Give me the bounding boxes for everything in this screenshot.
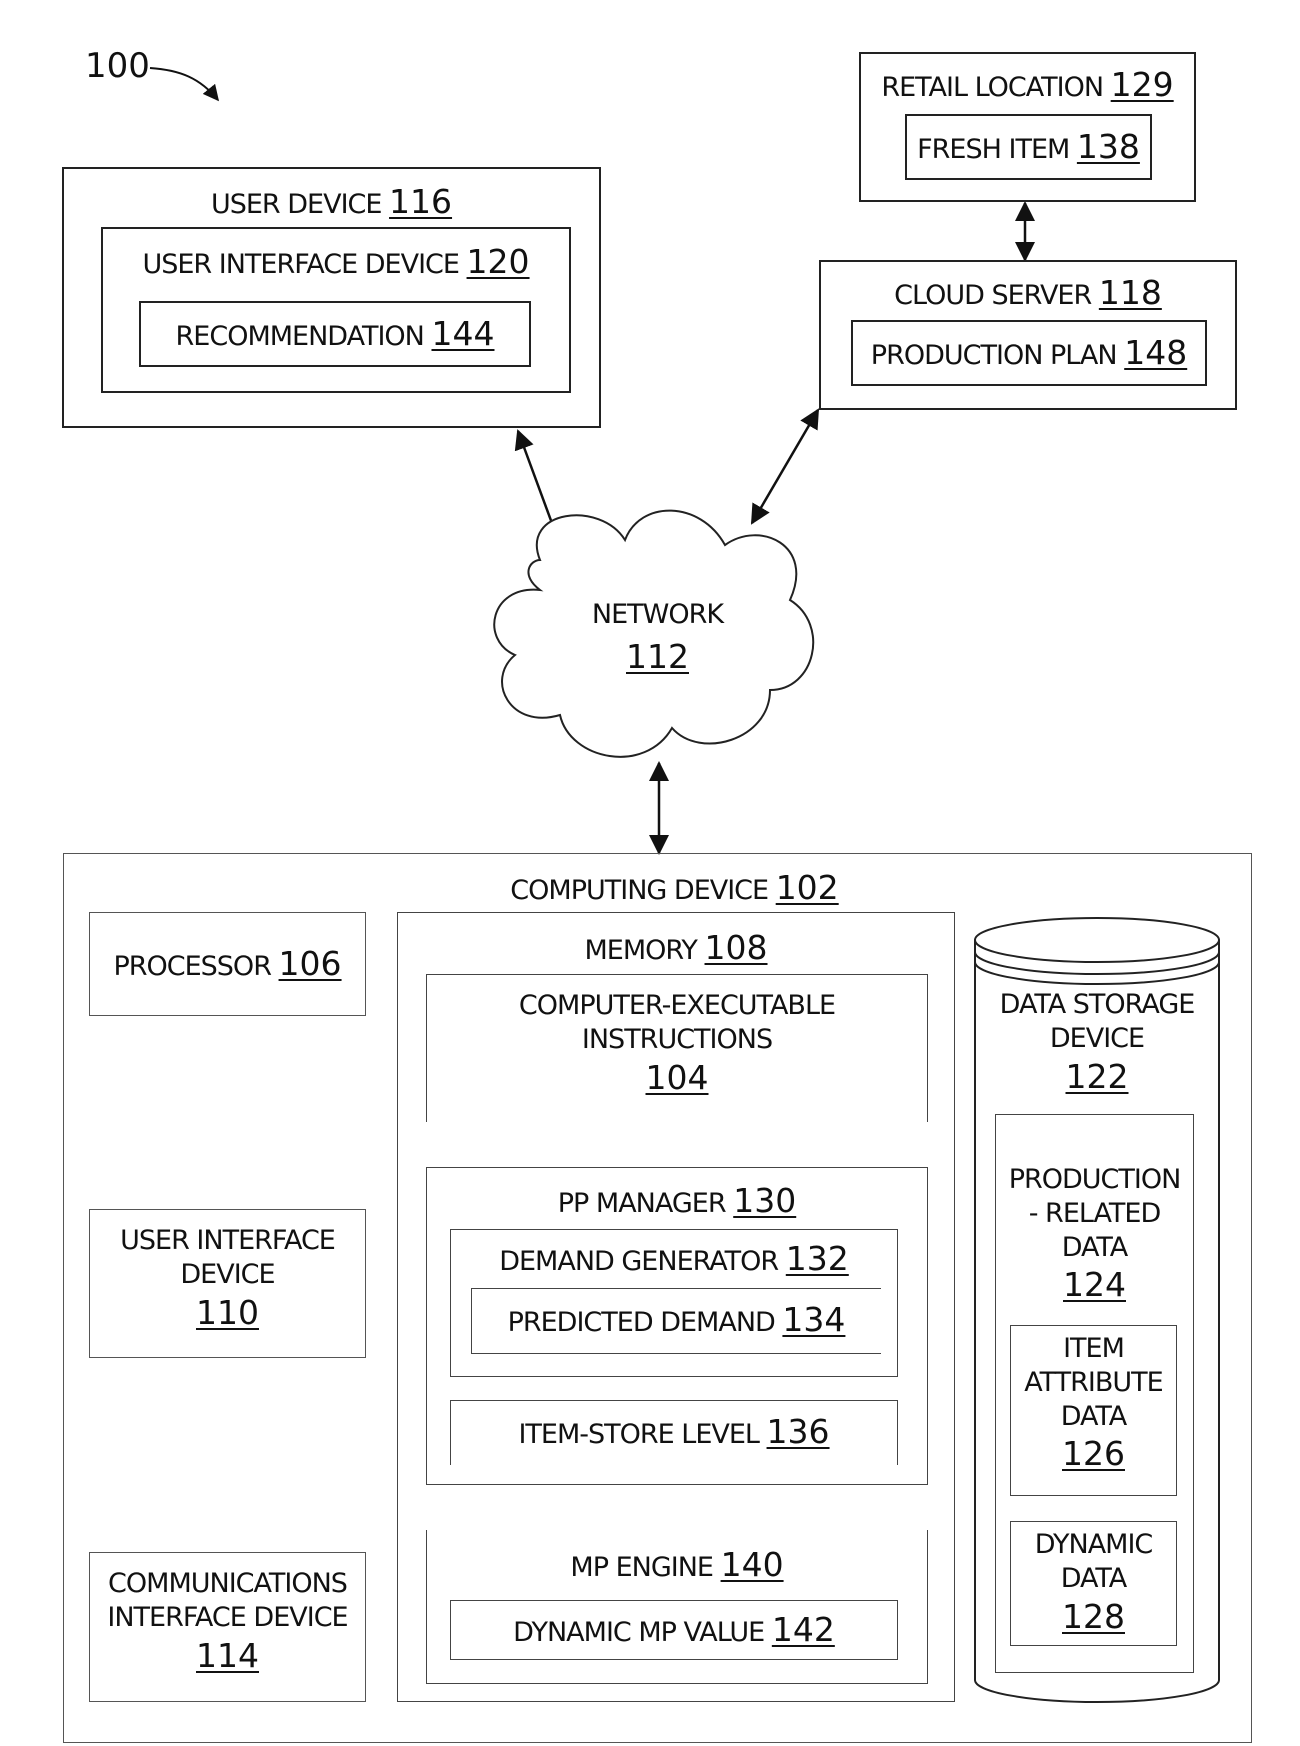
mp-engine-title: MP ENGINE 140 — [427, 1544, 927, 1585]
recommendation-title: RECOMMENDATION 144 — [141, 313, 529, 354]
retail-location-title: RETAIL LOCATION 129 — [861, 64, 1194, 105]
instructions-title: COMPUTER-EXECUTABLE INSTRUCTIONS 104 — [427, 989, 927, 1098]
demand-generator-box: DEMAND GENERATOR 132 PREDICTED DEMAND 13… — [450, 1229, 898, 1377]
dynamic-mp-value-title: DYNAMIC MP VALUE 142 — [451, 1609, 897, 1650]
production-data-box: PRODUCTION - RELATED DATA 124 ITEM ATTRI… — [995, 1114, 1194, 1673]
item-store-level-box: ITEM-STORE LEVEL 136 — [450, 1400, 898, 1465]
production-data-title: PRODUCTION - RELATED DATA 124 — [996, 1163, 1193, 1306]
item-attribute-title: ITEM ATTRIBUTE DATA 126 — [1011, 1332, 1176, 1475]
memory-box: MEMORY 108 COMPUTER-EXECUTABLE INSTRUCTI… — [397, 912, 955, 1702]
cloudserver-network-connector — [752, 410, 818, 523]
memory-title: MEMORY 108 — [398, 927, 954, 968]
demand-generator-title: DEMAND GENERATOR 132 — [451, 1238, 897, 1279]
predicted-demand-title: PREDICTED DEMAND 134 — [472, 1299, 881, 1340]
cloud-server-box: CLOUD SERVER 118 PRODUCTION PLAN 148 — [819, 260, 1237, 410]
predicted-demand-box: PREDICTED DEMAND 134 — [471, 1288, 881, 1354]
pp-manager-title: PP MANAGER 130 — [427, 1180, 927, 1221]
figure-ref-leader-arrow — [150, 68, 218, 100]
dynamic-data-title: DYNAMIC DATA 128 — [1011, 1528, 1176, 1637]
instructions-box: COMPUTER-EXECUTABLE INSTRUCTIONS 104 — [426, 974, 928, 1122]
computing-device-title: COMPUTING DEVICE 102 — [63, 867, 1286, 908]
ui-device-110-box: USER INTERFACE DEVICE 110 — [89, 1209, 366, 1358]
ui-device-120-title: USER INTERFACE DEVICE 120 — [103, 241, 569, 282]
item-store-level-title: ITEM-STORE LEVEL 136 — [451, 1411, 897, 1452]
production-plan-title: PRODUCTION PLAN 148 — [853, 332, 1205, 373]
user-device-box: USER DEVICE 116 USER INTERFACE DEVICE 12… — [62, 167, 601, 428]
ui-device-110-title: USER INTERFACE DEVICE 110 — [90, 1224, 365, 1333]
dynamic-mp-value-box: DYNAMIC MP VALUE 142 — [450, 1600, 898, 1660]
fresh-item-box: FRESH ITEM 138 — [905, 114, 1152, 180]
user-device-title: USER DEVICE 116 — [64, 181, 599, 222]
figure-ref-label: 100 — [85, 45, 150, 88]
production-plan-box: PRODUCTION PLAN 148 — [851, 320, 1207, 386]
processor-title: PROCESSOR 106 — [90, 943, 365, 984]
ui-device-120-box: USER INTERFACE DEVICE 120 RECOMMENDATION… — [101, 227, 571, 393]
pp-manager-box: PP MANAGER 130 DEMAND GENERATOR 132 PRED… — [426, 1167, 928, 1485]
recommendation-box: RECOMMENDATION 144 — [139, 301, 531, 367]
fresh-item-title: FRESH ITEM 138 — [907, 126, 1150, 167]
mp-engine-box: MP ENGINE 140 DYNAMIC MP VALUE 142 — [426, 1530, 928, 1684]
processor-box: PROCESSOR 106 — [89, 912, 366, 1016]
comm-device-box: COMMUNICATIONS INTERFACE DEVICE 114 — [89, 1552, 366, 1702]
data-storage-title: DATA STORAGE DEVICE 122 — [975, 988, 1219, 1097]
network-label: NETWORK 112 — [560, 598, 755, 677]
dynamic-data-box: DYNAMIC DATA 128 — [1010, 1521, 1177, 1646]
comm-device-title: COMMUNICATIONS INTERFACE DEVICE 114 — [90, 1567, 365, 1676]
cloud-server-title: CLOUD SERVER 118 — [821, 272, 1235, 313]
item-attribute-box: ITEM ATTRIBUTE DATA 126 — [1010, 1325, 1177, 1496]
retail-location-box: RETAIL LOCATION 129 FRESH ITEM 138 — [859, 52, 1196, 202]
